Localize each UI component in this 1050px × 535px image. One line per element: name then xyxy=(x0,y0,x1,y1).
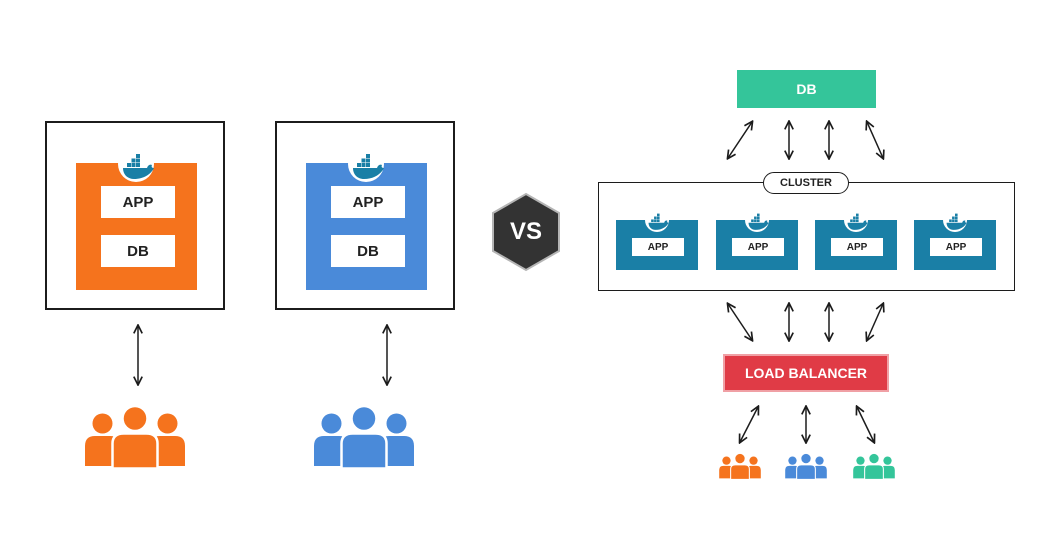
docker-whale-icon-node-2 xyxy=(748,213,769,230)
monolith-stack-orange xyxy=(76,163,197,290)
arrow-lb-users-3 xyxy=(857,407,874,442)
arrow-cluster-lb-1 xyxy=(728,304,752,340)
db-top-box: DB xyxy=(737,70,876,108)
arrow-cluster-lb-4 xyxy=(867,304,883,340)
arrow-db-cluster-4 xyxy=(867,122,883,158)
cluster-node-3-label: APP xyxy=(831,238,883,256)
db-label-orange: DB xyxy=(101,235,175,267)
docker-whale-icon-node-1 xyxy=(648,213,669,230)
users-group-icon-blue-large xyxy=(312,404,416,470)
docker-whale-icon-blue xyxy=(353,154,384,179)
cluster-node-4-label: APP xyxy=(930,238,982,256)
monolith-stack-blue xyxy=(306,163,427,290)
vs-label: VS xyxy=(509,218,542,245)
arrow-lb-users-1 xyxy=(740,407,758,442)
cluster-node-1-label: APP xyxy=(632,238,684,256)
cluster-node-2-label: APP xyxy=(732,238,784,256)
docker-whale-icon-node-3 xyxy=(847,213,868,230)
users-group-icon-orange-large xyxy=(83,404,187,470)
app-label-orange: APP xyxy=(101,186,175,218)
users-group-icon-blue-small xyxy=(784,452,828,480)
users-group-icon-orange-small xyxy=(718,452,762,480)
app-label-blue: APP xyxy=(331,186,405,218)
vs-hexagon xyxy=(492,192,560,272)
users-group-icon-green-small xyxy=(852,452,896,480)
load-balancer-box: LOAD BALANCER xyxy=(723,354,889,392)
docker-whale-icon-node-4 xyxy=(946,213,967,230)
db-label-blue: DB xyxy=(331,235,405,267)
arrow-db-cluster-1 xyxy=(728,122,752,158)
docker-whale-icon-orange xyxy=(123,154,154,179)
cluster-label: CLUSTER xyxy=(763,172,849,194)
